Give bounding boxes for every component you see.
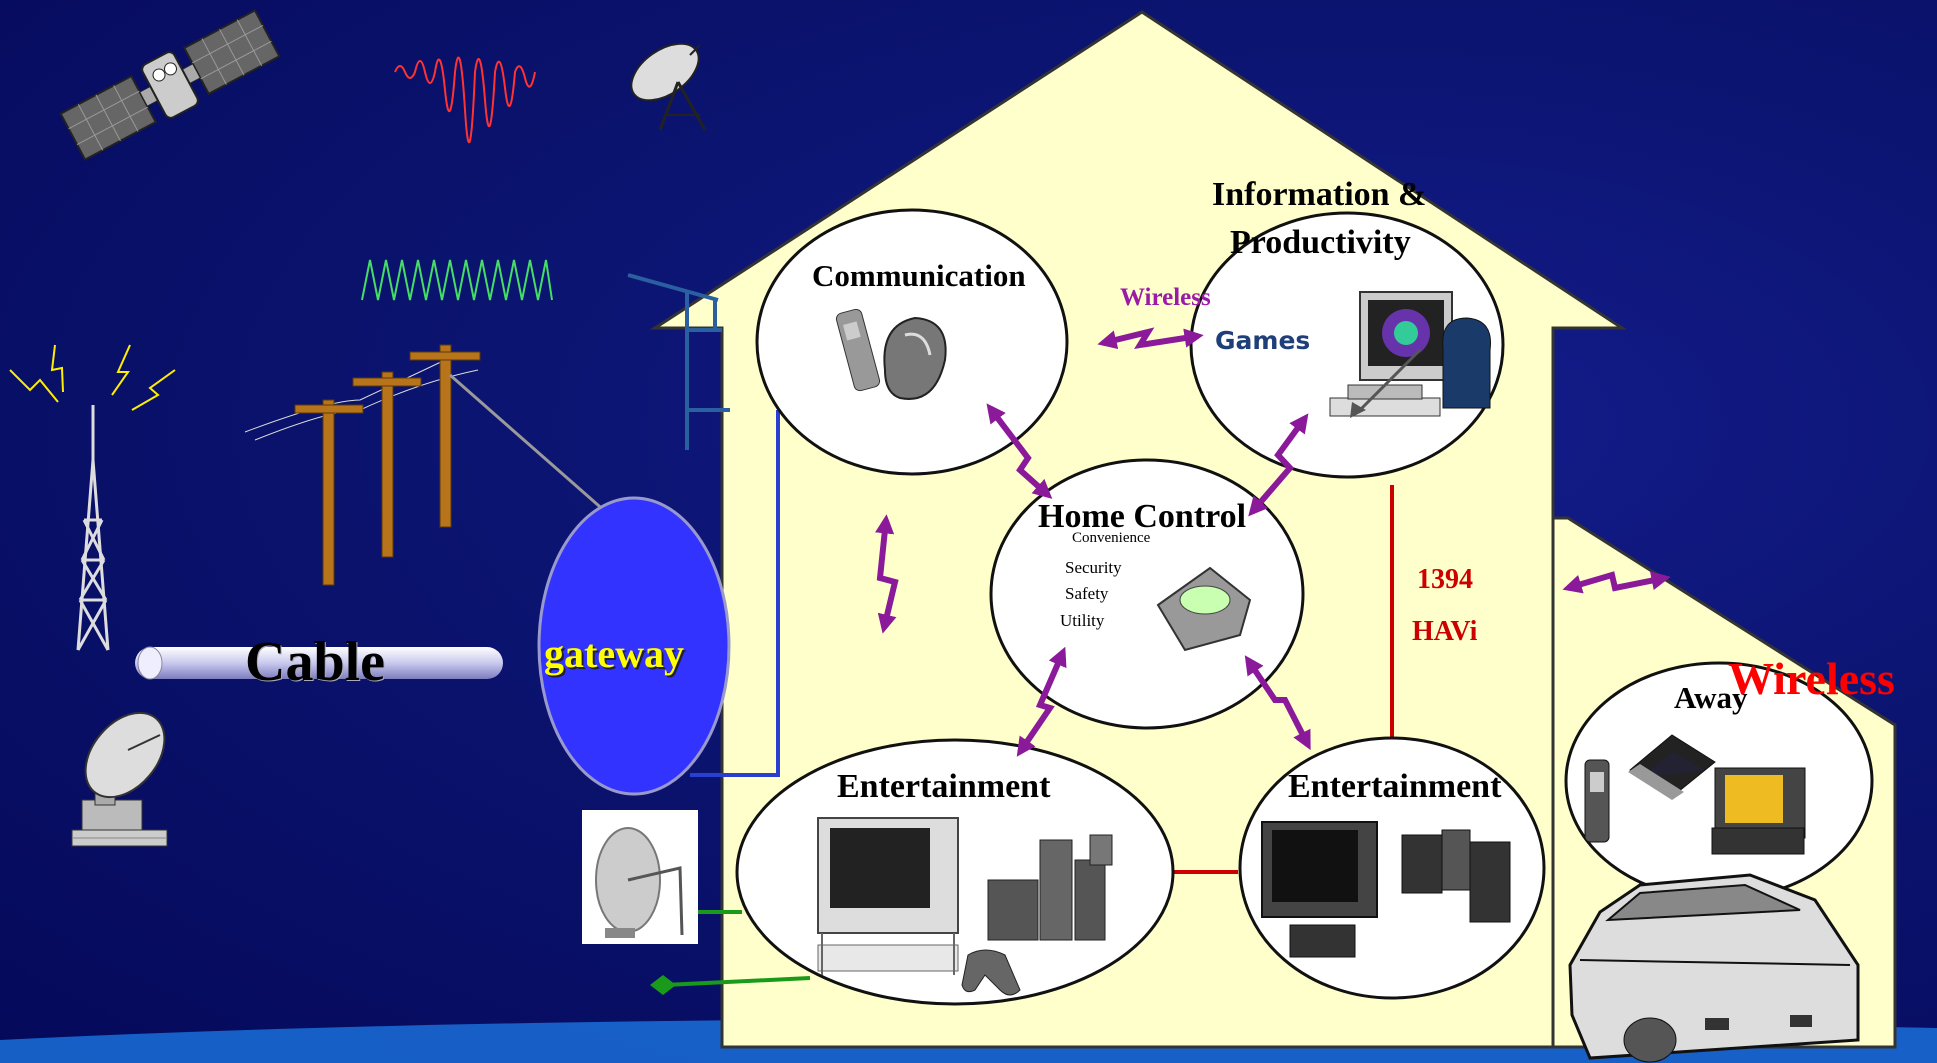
home-control-label: Home Control xyxy=(1038,498,1247,535)
wireless-purple-label: Wireless xyxy=(1120,284,1211,311)
gateway-bubble xyxy=(537,496,731,796)
computer-icon xyxy=(1329,291,1492,418)
radio-wave-icon xyxy=(394,56,536,144)
ground-station-dish-icon xyxy=(71,711,168,847)
home-control-item-convenience: Convenience xyxy=(1072,530,1151,546)
arrow-house-away xyxy=(1562,571,1671,594)
arrow-info-homecontrol xyxy=(1248,413,1309,517)
ground-link-end xyxy=(650,975,676,995)
information-label-line1: Information & xyxy=(1212,176,1427,213)
entertainment-left-label: Entertainment xyxy=(837,768,1051,805)
home-control-item-safety: Safety xyxy=(1065,584,1109,603)
home-control-bubble xyxy=(989,458,1305,730)
home-control-device-icon xyxy=(1156,566,1252,652)
cable-label: Cable xyxy=(245,631,385,693)
entertainment-right-label: Entertainment xyxy=(1288,768,1502,805)
bus-1394-label: 1394 xyxy=(1417,564,1473,595)
ground-link xyxy=(664,976,811,987)
communication-label: Communication xyxy=(812,258,1026,293)
wireless-red-label: Wireless xyxy=(1728,653,1895,704)
arrow-comm-entertainment xyxy=(875,514,899,634)
away-label: Away xyxy=(1674,680,1748,715)
mobile-devices-icon xyxy=(1584,734,1806,855)
gateway-label: gateway xyxy=(544,631,684,676)
stereo-right-icon xyxy=(1401,829,1511,923)
games-label: Games xyxy=(1215,326,1311,355)
havi-label: HAVi xyxy=(1412,616,1478,647)
utility-poles-icon xyxy=(244,344,616,586)
information-label-line2: Productivity xyxy=(1230,224,1411,261)
arrow-homecontrol-entright xyxy=(1244,655,1311,751)
satellite-dish-icon xyxy=(630,42,707,131)
satellite-icon xyxy=(59,9,281,161)
arrow-homecontrol-entleft xyxy=(1016,646,1067,757)
arrow-wireless-games xyxy=(1097,327,1204,350)
home-control-item-security: Security xyxy=(1065,558,1122,577)
phone-icon xyxy=(835,308,947,400)
tv-right-icon xyxy=(1261,821,1378,958)
signal-wave-icon xyxy=(361,259,553,301)
home-control-item-utility: Utility xyxy=(1060,611,1105,630)
broadcast-tower-icon xyxy=(9,344,176,651)
rooftop-antenna-icon xyxy=(627,273,730,450)
tv-icon xyxy=(817,817,959,975)
stereo-icon xyxy=(987,834,1113,941)
cable-icon xyxy=(135,646,503,680)
home-dish-icon xyxy=(582,810,698,944)
antenna-line xyxy=(690,410,780,777)
arrow-communication-homecontrol xyxy=(986,403,1053,499)
car-icon xyxy=(1568,873,1860,1063)
game-console-icon xyxy=(961,949,1021,996)
